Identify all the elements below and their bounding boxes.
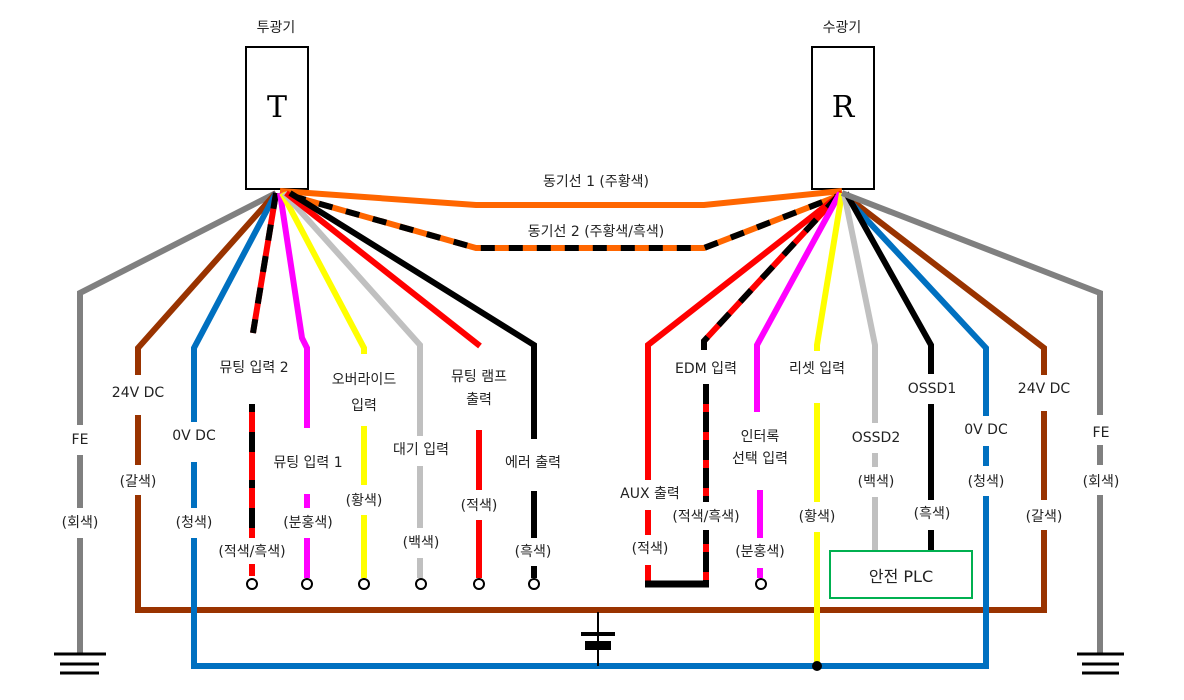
emitter-fe-label: FE <box>72 432 89 448</box>
receiver-aux-color: (적색) <box>632 541 669 557</box>
emitter-fe-color: (회색) <box>62 515 99 531</box>
emitter-wire-standby <box>281 190 423 578</box>
terminal-muting-lamp <box>473 578 485 590</box>
receiver-edm-color: (적색/흑색) <box>672 508 739 525</box>
sync-wire-1 <box>279 188 843 208</box>
emitter-wire-error-top <box>288 190 537 439</box>
terminal-standby <box>415 578 427 590</box>
terminal-interlock <box>755 578 767 590</box>
emitter-letter: T <box>267 90 287 125</box>
receiver-edm-label: EDM 입력 <box>675 361 737 377</box>
receiver-interlock-label-1: 인터록 <box>741 429 780 445</box>
terminal-muting2 <box>246 578 258 590</box>
receiver-24v-color: (갈색) <box>1026 509 1063 525</box>
receiver-wire-interlock-top <box>754 191 843 412</box>
emitter-24v-color: (갈색) <box>120 474 157 490</box>
receiver-0v-color: (청색) <box>968 474 1005 490</box>
emitter-muting-lamp-color: (적색) <box>461 498 498 514</box>
emitter-0v-label: 0V DC <box>172 428 216 444</box>
emitter-standby-label: 대기 입력 <box>393 442 449 458</box>
emitter-standby-color: (백색) <box>403 535 440 551</box>
emitter-muting-lamp-label-2: 출력 <box>466 392 492 408</box>
emitter-muting2-color: (적색/흑색) <box>218 543 285 560</box>
emitter-override-label-2: 입력 <box>351 398 377 414</box>
receiver-0v-label: 0V DC <box>964 422 1008 438</box>
receiver-box <box>811 46 875 190</box>
receiver-interlock-color: (분홍색) <box>735 544 785 560</box>
receiver-wire-ossd1 <box>843 191 934 551</box>
receiver-aux-label: AUX 출력 <box>620 486 680 502</box>
receiver-ossd1-label: OSSD1 <box>908 381 956 397</box>
junction-dot <box>812 661 822 671</box>
wire-24v-dc <box>135 190 1047 613</box>
sync-wire-2-stripe <box>291 193 840 251</box>
receiver-wire-fe <box>840 190 1103 655</box>
emitter-box <box>245 46 309 190</box>
receiver-reset-label: 리셋 입력 <box>789 361 845 377</box>
terminal-muting1 <box>301 578 313 590</box>
receiver-fe-label: FE <box>1093 425 1110 441</box>
receiver-ossd2-label: OSSD2 <box>852 430 900 446</box>
emitter-title: 투광기 <box>257 20 296 36</box>
emitter-muting2-label: 뮤팅 입력 2 <box>219 360 288 376</box>
emitter-error-label: 에러 출력 <box>505 455 561 471</box>
emitter-0v-color: (청색) <box>176 515 213 531</box>
sync-label-1: 동기선 1 (주황색) <box>543 174 649 190</box>
receiver-ossd2-color: (백색) <box>858 474 895 490</box>
receiver-title: 수광기 <box>823 20 862 36</box>
emitter-error-color: (흑색) <box>515 543 552 560</box>
receiver-wire-reset-top <box>814 192 845 351</box>
receiver-letter: R <box>832 90 856 125</box>
receiver-wire-ossd2 <box>841 192 878 551</box>
wire-0v-dc <box>191 190 989 669</box>
sync-label-2: 동기선 2 (주황색/흑색) <box>528 223 665 240</box>
emitter-override-label-1: 오버라이드 <box>332 372 397 388</box>
emitter-muting1-label: 뮤팅 입력 1 <box>273 455 342 471</box>
emitter-muting1-color: (분홍색) <box>283 515 333 531</box>
emitter-24v-label: 24V DC <box>112 385 165 401</box>
terminal-error <box>528 578 540 590</box>
emitter-wire-muting-lamp-top <box>284 190 482 349</box>
receiver-interlock-label-2: 선택 입력 <box>732 451 788 467</box>
emitter-muting-lamp-label-1: 뮤팅 램프 <box>451 369 507 385</box>
receiver-24v-label: 24V DC <box>1018 381 1071 397</box>
receiver-fe-color: (회색) <box>1083 474 1120 490</box>
safety-plc-box <box>829 550 973 599</box>
emitter-override-color: (황색) <box>346 493 383 509</box>
terminal-override <box>358 578 370 590</box>
safety-plc-label: 안전 PLC <box>869 567 933 586</box>
receiver-ossd1-color: (흑색) <box>914 505 951 522</box>
receiver-reset-color: (황색) <box>799 509 836 525</box>
